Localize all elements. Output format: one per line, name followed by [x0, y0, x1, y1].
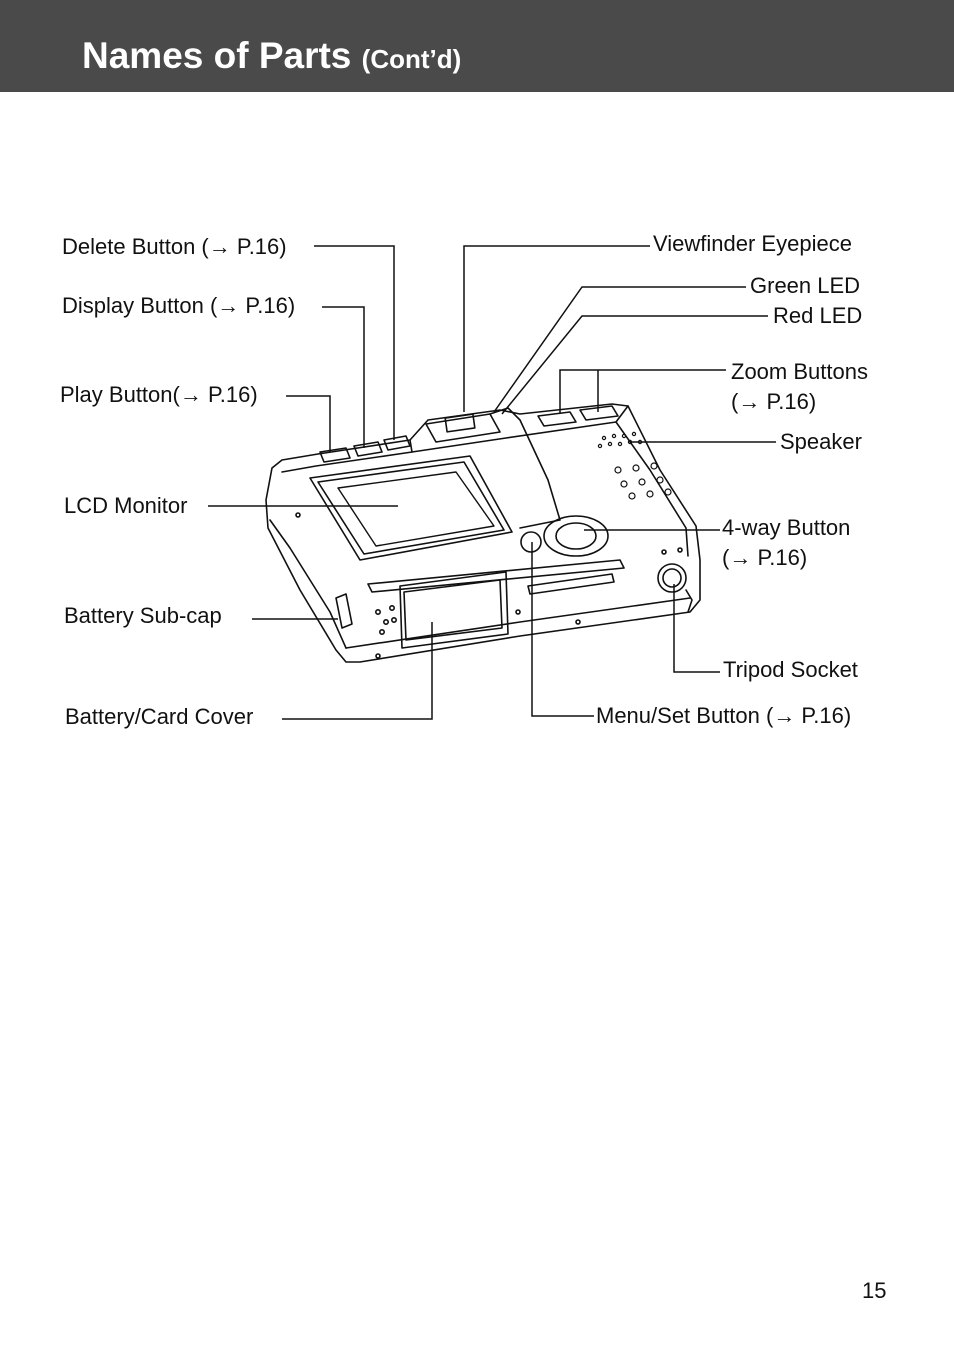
title-text: Names of Parts — [82, 35, 352, 76]
label-red-led: Red LED — [773, 303, 863, 328]
label-battery-card-cover: Battery/Card Cover — [65, 704, 254, 729]
camera-illustration — [265, 403, 701, 663]
label-tripod-socket: Tripod Socket — [723, 657, 858, 682]
label-delete-button: Delete Button (→ P.16) — [62, 234, 287, 259]
leader-red-led — [501, 315, 768, 415]
leader-delete — [314, 245, 395, 440]
label-speaker: Speaker — [780, 429, 862, 454]
label-display-button: Display Button (→ P.16) — [62, 293, 296, 318]
page-number: 15 — [862, 1278, 887, 1303]
label-zoom-buttons: Zoom Buttons — [731, 359, 868, 384]
label-four-way-button: 4-way Button — [722, 515, 851, 540]
label-four-way-button-ref: (→ P.16) — [722, 545, 808, 570]
leader-viewfinder — [463, 245, 650, 412]
leader-green-led — [493, 286, 746, 413]
leader-lines — [208, 245, 776, 720]
label-battery-sub-cap: Battery Sub-cap — [64, 603, 222, 628]
leader-cover — [282, 622, 433, 720]
leader-tripod — [673, 584, 720, 673]
label-play-button: Play Button(→ P.16) — [60, 382, 258, 407]
leader-play — [286, 395, 331, 452]
label-green-led: Green LED — [750, 273, 861, 298]
leader-zoom — [559, 369, 726, 414]
title-subtitle: (Cont’d) — [361, 44, 462, 74]
leader-menu — [531, 542, 594, 717]
leader-display — [322, 306, 365, 448]
label-menu-set-button: Menu/Set Button (→ P.16) — [596, 703, 852, 728]
label-lcd-monitor: LCD Monitor — [64, 493, 188, 518]
label-viewfinder-eyepiece: Viewfinder Eyepiece — [653, 231, 852, 256]
speaker-grille — [597, 431, 672, 500]
page-title: Names of Parts (Cont’d) — [82, 34, 461, 81]
page-header: Names of Parts (Cont’d) — [0, 0, 954, 92]
label-zoom-buttons-ref: (→ P.16) — [731, 389, 817, 414]
